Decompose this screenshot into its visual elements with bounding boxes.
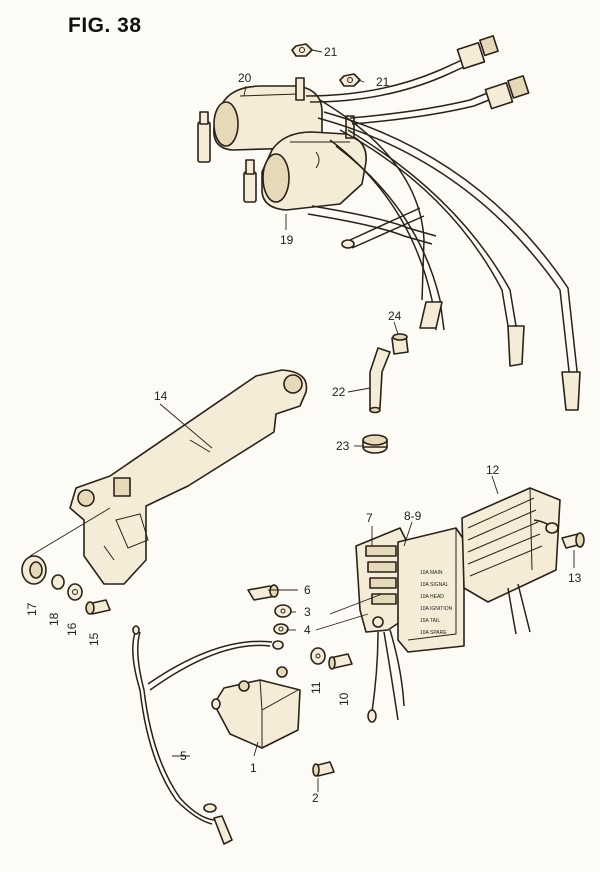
callout-1: 1 xyxy=(250,761,257,775)
callout-15: 15 xyxy=(87,632,101,646)
bolt-2 xyxy=(312,761,335,777)
ignition-coil-19 xyxy=(243,115,367,211)
callout-3: 3 xyxy=(304,605,311,619)
callout-20: 20 xyxy=(238,71,252,85)
fuse-label-3: 10A HEAD xyxy=(420,594,444,600)
callout-13: 13 xyxy=(568,571,582,585)
fuse-label-6: 10A SPARE xyxy=(420,630,447,636)
callout-23: 23 xyxy=(336,439,350,453)
terminal-cap-6 xyxy=(247,584,279,601)
coil-wires xyxy=(305,59,581,411)
callout-2: 2 xyxy=(312,791,319,805)
bolt-13 xyxy=(561,532,585,549)
nut-21-upper xyxy=(291,43,313,57)
callout-24: 24 xyxy=(388,309,402,323)
callout-14: 14 xyxy=(154,389,168,403)
callout-18: 18 xyxy=(47,612,61,626)
callout-21-upper: 21 xyxy=(324,45,338,59)
bolt-10 xyxy=(328,653,353,670)
callout-8-9: 8-9 xyxy=(404,509,422,523)
callout-5: 5 xyxy=(180,749,187,763)
fuse-label-2: 10A SIGNAL xyxy=(420,582,449,588)
callout-7: 7 xyxy=(366,511,373,525)
callout-6: 6 xyxy=(304,583,311,597)
nut-3 xyxy=(274,604,292,618)
grommet-17 xyxy=(21,555,47,585)
collar-18 xyxy=(51,574,65,590)
coil-connector-lower xyxy=(484,75,530,110)
callout-21-lower: 21 xyxy=(376,75,390,89)
callout-4: 4 xyxy=(304,623,311,637)
regulator-rectifier-12 xyxy=(461,487,561,635)
figure-title: FIG. 38 xyxy=(68,14,142,37)
callout-19: 19 xyxy=(280,233,294,247)
callout-labels: 1 2 3 4 5 6 8-9 7 10 11 12 13 14 15 16 1… xyxy=(25,45,582,805)
callout-11: 11 xyxy=(309,681,323,694)
washer-11 xyxy=(310,647,326,665)
fuse-label-5: 15A TAIL xyxy=(420,618,440,624)
callout-12: 12 xyxy=(486,463,500,477)
plug-cap-22 xyxy=(369,347,391,414)
fuse-box-cover-8-9: 10A MAIN 10A SIGNAL 10A HEAD 10A IGNITIO… xyxy=(397,527,465,653)
nut-21-lower xyxy=(339,73,361,87)
callout-16: 16 xyxy=(65,622,79,636)
bolt-15 xyxy=(85,599,111,615)
plug-cap-24 xyxy=(391,333,409,355)
fuse-box-7 xyxy=(355,527,407,723)
starter-relay-1 xyxy=(211,666,301,749)
starter-wire-5 xyxy=(132,625,284,845)
callout-17: 17 xyxy=(25,602,39,616)
fuse-label-4: 10A IGNITION xyxy=(420,606,453,612)
callout-22: 22 xyxy=(332,385,346,399)
coil-connector-upper xyxy=(456,35,499,70)
leader-lines xyxy=(29,49,575,792)
callout-10: 10 xyxy=(337,692,351,706)
washer-16 xyxy=(67,583,83,601)
plug-cap-seal-23 xyxy=(362,434,388,454)
fuse-label-1: 10A MAIN xyxy=(420,570,443,576)
bracket-14 xyxy=(69,369,308,585)
washer-4 xyxy=(273,623,289,635)
